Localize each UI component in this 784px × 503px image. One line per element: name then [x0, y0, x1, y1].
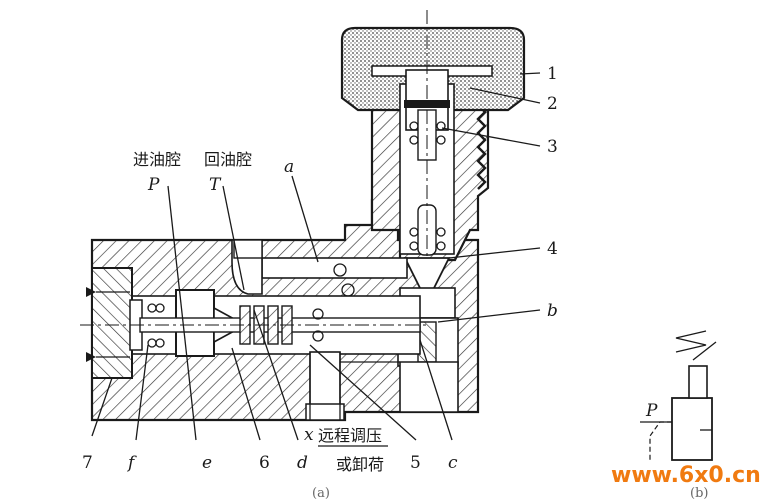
- part-labels: 1 2 3 4 b a 进油腔 回油腔 P T 7 f e 6 d x 远程调压…: [82, 64, 558, 474]
- label-7: 7: [82, 453, 93, 473]
- label-6: 6: [259, 453, 270, 473]
- hydraulic-symbol: P: [640, 330, 717, 461]
- label-b: b: [547, 301, 558, 321]
- label-x: x: [304, 425, 314, 445]
- left-plug: [86, 287, 130, 362]
- label-1: 1: [547, 64, 558, 84]
- leader-lines: [91, 72, 541, 441]
- label-f: f: [126, 453, 137, 473]
- pilot-chamber: [399, 10, 455, 330]
- label-unload: 或卸荷: [336, 455, 384, 474]
- caption-b: (b): [690, 486, 708, 499]
- label-remote: 远程调压: [318, 426, 382, 445]
- label-inlet: 进油腔: [133, 150, 181, 169]
- label-e: e: [202, 453, 212, 473]
- label-P: P: [147, 175, 160, 195]
- watermark: www.6x0.cn: [611, 463, 761, 488]
- caption-a: (a): [312, 486, 330, 499]
- main-spool-bore: [80, 267, 430, 379]
- symbol-label-P: P: [645, 401, 658, 421]
- label-c: c: [448, 453, 458, 473]
- outlet-port-t: [231, 239, 263, 295]
- label-2: 2: [547, 94, 558, 114]
- passage-c: [340, 361, 459, 413]
- remote-port-x: [305, 351, 345, 421]
- label-outlet: 回油腔: [204, 150, 252, 169]
- label-d: d: [297, 453, 308, 473]
- label-4: 4: [547, 239, 558, 259]
- label-T: T: [209, 175, 222, 195]
- label-3: 3: [547, 137, 558, 157]
- label-5: 5: [410, 453, 421, 473]
- label-a: a: [284, 157, 294, 177]
